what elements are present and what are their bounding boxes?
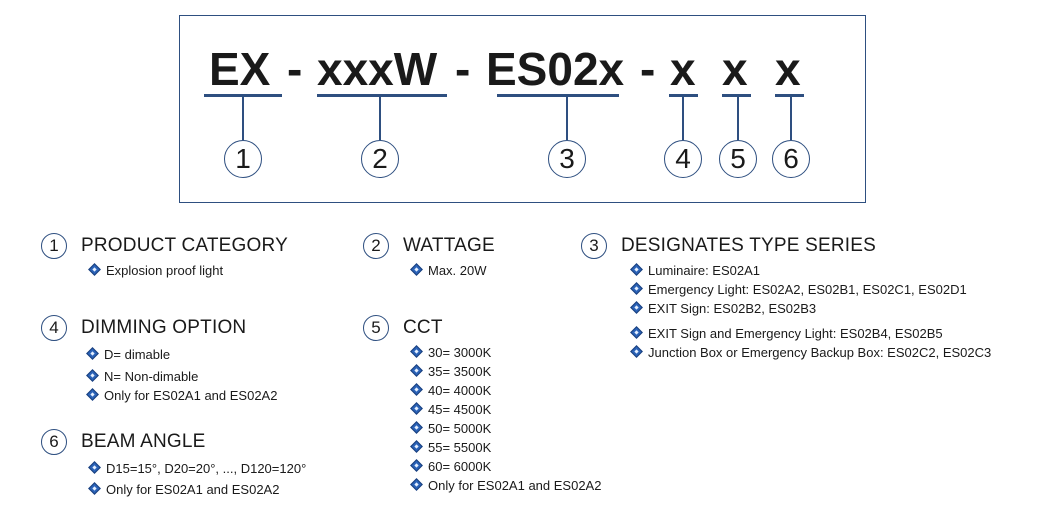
diamond-bullet-icon	[410, 364, 423, 377]
diamond-bullet-icon	[410, 440, 423, 453]
callout-number-2: 2	[361, 140, 399, 178]
diamond-bullet-icon	[88, 263, 101, 276]
section-number: 1	[41, 233, 67, 259]
list-item: 50= 5000K	[410, 419, 601, 438]
diamond-bullet-icon	[86, 369, 99, 382]
connector-line	[566, 96, 568, 140]
code-underline	[204, 94, 282, 97]
code-underline	[669, 94, 698, 97]
list-item: 60= 6000K	[410, 457, 601, 476]
connector-line	[682, 96, 684, 140]
section-number: 5	[363, 315, 389, 341]
list-item: EXIT Sign: ES02B2, ES02B3	[630, 299, 991, 318]
code-separator: -	[287, 43, 303, 95]
diamond-bullet-icon	[630, 282, 643, 295]
code-separator: -	[640, 43, 656, 95]
list-item: N= Non-dimable	[86, 367, 277, 386]
diamond-bullet-icon	[410, 478, 423, 491]
list-item: EXIT Sign and Emergency Light: ES02B4, E…	[630, 324, 991, 343]
diamond-bullet-icon	[630, 301, 643, 314]
callout-number-5: 5	[719, 140, 757, 178]
list-item: Only for ES02A1 and ES02A2	[410, 476, 601, 495]
code-segment-type-series: ES02x	[486, 43, 625, 95]
section-cct: 5 CCT 30= 3000K 35= 3500K 40= 4000K 45= …	[363, 315, 601, 495]
callout-number-1: 1	[224, 140, 262, 178]
diamond-bullet-icon	[88, 482, 101, 495]
diamond-bullet-icon	[410, 345, 423, 358]
diamond-bullet-icon	[410, 459, 423, 472]
code-segment-beam-angle: x	[775, 43, 801, 95]
code-segment-product-category: EX	[209, 43, 271, 95]
code-segment-cct: x	[722, 43, 748, 95]
section-number: 3	[581, 233, 607, 259]
connector-line	[790, 96, 792, 140]
callout-number-4: 4	[664, 140, 702, 178]
section-number: 4	[41, 315, 67, 341]
diamond-bullet-icon	[410, 263, 423, 276]
diamond-bullet-icon	[630, 345, 643, 358]
list-item: 35= 3500K	[410, 362, 601, 381]
code-underline	[722, 94, 751, 97]
diamond-bullet-icon	[86, 388, 99, 401]
section-title: WATTAGE	[403, 235, 495, 256]
connector-line	[737, 96, 739, 140]
section-number: 6	[41, 429, 67, 455]
code-segment-wattage: xxxW	[317, 43, 438, 95]
code-segment-dimming: x	[670, 43, 696, 95]
section-type-series: 3 DESIGNATES TYPE SERIES Luminaire: ES02…	[581, 233, 991, 362]
list-item: 30= 3000K	[410, 343, 601, 362]
code-underline	[317, 94, 447, 97]
diamond-bullet-icon	[630, 326, 643, 339]
list-item: Junction Box or Emergency Backup Box: ES…	[630, 343, 991, 362]
model-code-box	[179, 15, 866, 203]
list-item: Max. 20W	[410, 261, 487, 280]
section-dimming-option: 4 DIMMING OPTION D= dimable N= Non-dimab…	[41, 315, 277, 405]
list-item: 45= 4500K	[410, 400, 601, 419]
list-item: Emergency Light: ES02A2, ES02B1, ES02C1,…	[630, 280, 991, 299]
list-item: Only for ES02A1 and ES02A2	[88, 480, 306, 499]
section-number: 2	[363, 233, 389, 259]
diamond-bullet-icon	[410, 383, 423, 396]
list-item: Explosion proof light	[88, 261, 223, 280]
section-title: DIMMING OPTION	[81, 317, 247, 338]
section-title: CCT	[403, 317, 443, 338]
diamond-bullet-icon	[630, 263, 643, 276]
section-title: DESIGNATES TYPE SERIES	[621, 235, 876, 256]
section-product-category: 1 PRODUCT CATEGORY Explosion proof light	[41, 233, 288, 280]
section-wattage: 2 WATTAGE Max. 20W	[363, 233, 495, 280]
code-underline	[497, 94, 619, 97]
connector-line	[242, 96, 244, 140]
diamond-bullet-icon	[88, 461, 101, 474]
code-separator: -	[455, 43, 471, 95]
callout-number-3: 3	[548, 140, 586, 178]
diamond-bullet-icon	[410, 421, 423, 434]
list-item: Luminaire: ES02A1	[630, 261, 991, 280]
section-beam-angle: 6 BEAM ANGLE D15=15°, D20=20°, ..., D120…	[41, 429, 306, 499]
list-item: 55= 5500K	[410, 438, 601, 457]
callout-number-6: 6	[772, 140, 810, 178]
section-title: BEAM ANGLE	[81, 431, 206, 452]
diamond-bullet-icon	[410, 402, 423, 415]
list-item: Only for ES02A1 and ES02A2	[86, 386, 277, 405]
section-title: PRODUCT CATEGORY	[81, 235, 288, 256]
code-underline	[775, 94, 804, 97]
list-item: 40= 4000K	[410, 381, 601, 400]
diamond-bullet-icon	[86, 347, 99, 360]
list-item: D15=15°, D20=20°, ..., D120=120°	[88, 459, 306, 478]
list-item: D= dimable	[86, 345, 277, 364]
connector-line	[379, 96, 381, 140]
